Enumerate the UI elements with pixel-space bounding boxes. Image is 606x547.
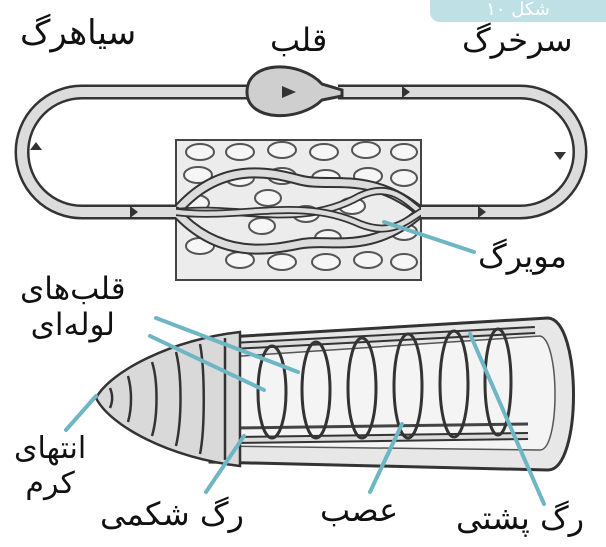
worm-end-cone	[96, 332, 240, 466]
label-ventral-vessel: رگ شکمی	[100, 496, 244, 533]
label-capillary: مویرگ	[478, 238, 567, 275]
label-artery: سرخرگ	[462, 22, 573, 59]
label-dorsal-vessel: رگ پشتی	[456, 500, 584, 537]
heart-shape	[247, 67, 342, 116]
label-tube-hearts: قلب‌های لوله‌ای	[20, 272, 126, 343]
earthworm	[96, 318, 574, 470]
label-nerve: عصب	[320, 492, 398, 529]
worm-end-pointer	[66, 396, 96, 430]
label-vein: سیاهرگ	[20, 14, 136, 53]
label-heart: قلب	[270, 22, 327, 59]
label-worm-end: انتهای کرم	[14, 432, 86, 501]
